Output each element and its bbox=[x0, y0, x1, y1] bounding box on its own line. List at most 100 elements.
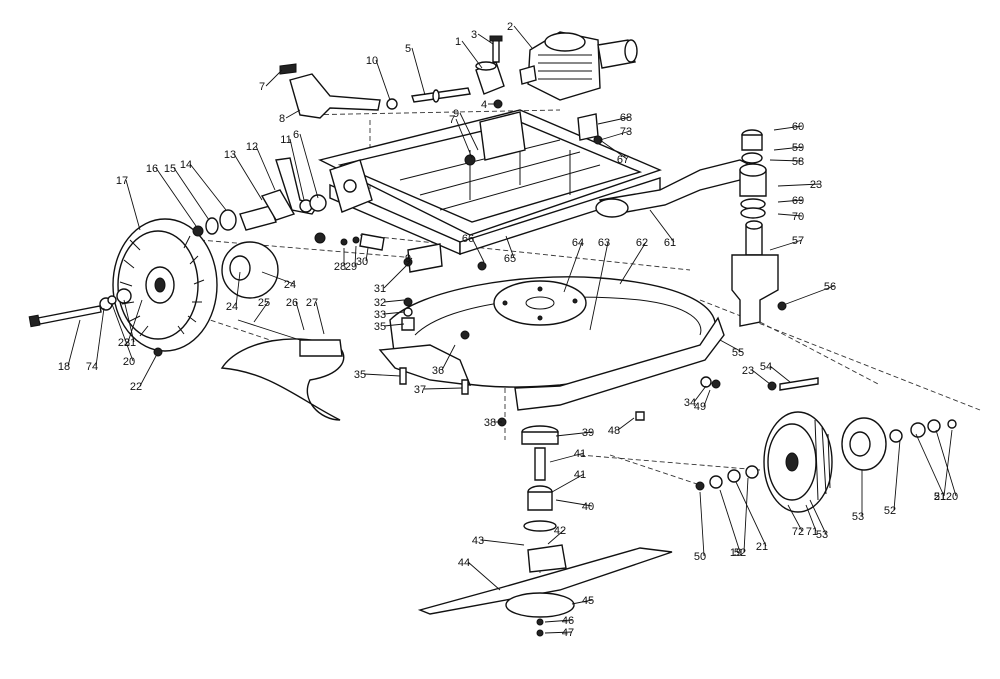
rod-part-27 bbox=[237, 319, 301, 341]
callout-label: 18 bbox=[58, 361, 70, 373]
callout-label: 1 bbox=[455, 36, 461, 48]
leader-line bbox=[513, 25, 533, 49]
leader-line bbox=[599, 130, 631, 141]
callout-label: 41 bbox=[574, 469, 586, 481]
callout-44: 44 bbox=[458, 557, 501, 591]
leader-line bbox=[777, 213, 803, 217]
leader-line bbox=[703, 389, 711, 407]
callout-label: 40 bbox=[582, 501, 594, 513]
leader-line bbox=[455, 118, 473, 159]
callout-label: 63 bbox=[598, 237, 610, 249]
callout-60: 60 bbox=[773, 121, 804, 133]
callout-35: 35 bbox=[354, 369, 401, 381]
callout-label: 15 bbox=[164, 163, 176, 175]
leader-line bbox=[935, 429, 957, 497]
leader-line bbox=[477, 33, 494, 45]
callout-label: 31 bbox=[374, 283, 386, 295]
callout-label: 71 bbox=[806, 526, 818, 538]
leader-line bbox=[751, 369, 771, 385]
bolt-part-56 bbox=[779, 377, 819, 391]
callout-13: 13 bbox=[224, 149, 263, 201]
callout-label: 42 bbox=[554, 525, 566, 537]
leader-line bbox=[383, 299, 405, 303]
leader-line bbox=[719, 489, 741, 553]
callout-63: 63 bbox=[589, 237, 610, 331]
callout-label: 56 bbox=[824, 281, 836, 293]
callout-53: 53 bbox=[809, 499, 828, 541]
callout-label: 23 bbox=[742, 365, 754, 377]
bolt-part-3 bbox=[489, 35, 503, 63]
callout-23: 23 bbox=[742, 365, 771, 385]
handle-bracket bbox=[279, 63, 381, 119]
bushing-part-13 bbox=[260, 189, 296, 221]
leader-line bbox=[769, 239, 803, 251]
callout-label: 4 bbox=[481, 99, 487, 111]
leader-line bbox=[255, 145, 276, 191]
callout-52: 52 bbox=[734, 477, 749, 559]
leader-line bbox=[173, 167, 210, 221]
callout-2: 2 bbox=[507, 21, 533, 49]
leader-line bbox=[809, 499, 827, 535]
callouts: 1234567789910111213141516171819202021212… bbox=[58, 21, 958, 639]
callout-label: 74 bbox=[86, 361, 98, 373]
rear-shield-part-28 bbox=[220, 338, 345, 421]
callout-50: 50 bbox=[694, 491, 706, 563]
callout-label: 9 bbox=[405, 253, 411, 265]
leader-line bbox=[943, 429, 953, 497]
callout-label: 35 bbox=[374, 321, 386, 333]
callout-label: 36 bbox=[432, 365, 444, 377]
leader-line bbox=[505, 235, 515, 259]
callout-64: 64 bbox=[563, 237, 584, 293]
callout-21: 21 bbox=[123, 299, 136, 349]
callout-31: 31 bbox=[374, 261, 411, 295]
leader-line bbox=[544, 619, 573, 623]
callout-66: 66 bbox=[462, 233, 485, 263]
callout-label: 39 bbox=[582, 427, 594, 439]
leader-line bbox=[315, 301, 325, 335]
callout-label: 22 bbox=[130, 381, 142, 393]
callout-label: 28 bbox=[334, 261, 346, 273]
callout-70: 70 bbox=[777, 211, 804, 223]
callout-22: 22 bbox=[130, 355, 157, 393]
leader-line bbox=[265, 69, 283, 87]
callout-43: 43 bbox=[472, 535, 525, 547]
bearing-part-15 bbox=[219, 209, 237, 231]
callout-label: 24 bbox=[226, 301, 238, 313]
blade-assembly bbox=[417, 425, 673, 637]
callout-label: 70 bbox=[792, 211, 804, 223]
callout-68: 68 bbox=[597, 112, 632, 125]
callout-25: 25 bbox=[253, 297, 270, 323]
washer-part-21 bbox=[107, 295, 117, 305]
leader-line bbox=[549, 452, 585, 463]
callout-41: 41 bbox=[551, 469, 586, 493]
right-wheel-part-54 bbox=[763, 411, 833, 513]
chassis-frame bbox=[317, 109, 662, 256]
leader-line bbox=[155, 167, 197, 227]
callout-33: 33 bbox=[374, 309, 405, 321]
callout-label: 50 bbox=[694, 551, 706, 563]
callout-57: 57 bbox=[769, 235, 804, 251]
callout-59: 59 bbox=[773, 142, 804, 154]
leader-line bbox=[773, 146, 803, 151]
leader-line bbox=[777, 199, 803, 203]
leader-line bbox=[617, 417, 635, 431]
callout-label: 20 bbox=[946, 491, 958, 503]
callout-72: 72 bbox=[787, 504, 804, 538]
callout-47: 47 bbox=[544, 627, 574, 639]
callout-label: 3 bbox=[471, 29, 477, 41]
leader-line bbox=[67, 319, 81, 367]
leader-line bbox=[189, 163, 227, 211]
leader-line bbox=[467, 561, 501, 591]
callout-24: 24 bbox=[226, 271, 241, 313]
callout-label: 32 bbox=[374, 297, 386, 309]
leader-line bbox=[619, 241, 647, 285]
leader-line bbox=[777, 183, 821, 187]
callout-34: 34 bbox=[684, 385, 707, 409]
leader-line bbox=[407, 257, 413, 263]
leader-line bbox=[383, 311, 405, 315]
callout-24: 24 bbox=[261, 271, 296, 291]
bracket-part-70 bbox=[577, 113, 599, 141]
callout-9: 9 bbox=[453, 108, 479, 151]
callout-1: 1 bbox=[455, 36, 483, 69]
callout-label: 47 bbox=[562, 627, 574, 639]
